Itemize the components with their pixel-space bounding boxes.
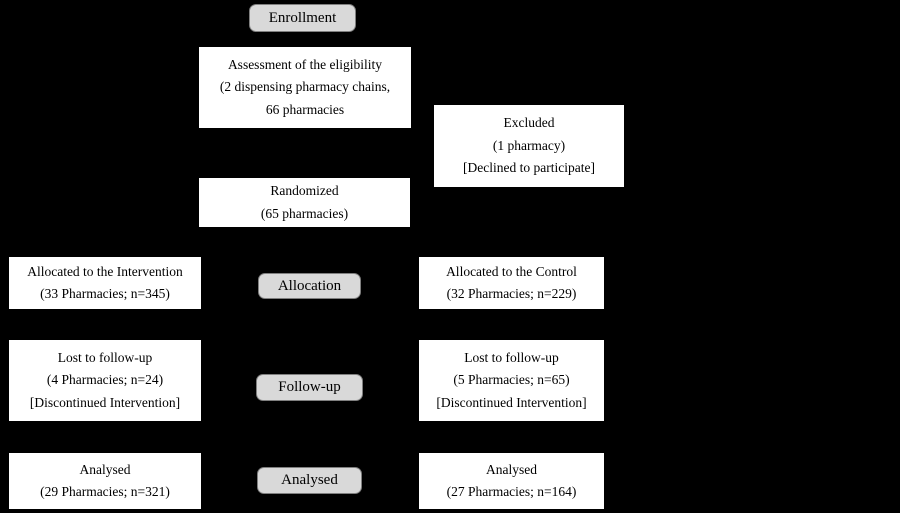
connector-eligibility-to-excluded: [304, 146, 433, 147]
connector-to-analysed-intervention: [105, 422, 106, 452]
excluded-line-2: (1 pharmacy): [492, 137, 566, 153]
connector-eligibility-to-randomized: [304, 129, 305, 177]
eligibility-line-1: Assessment of the eligibility: [227, 56, 383, 72]
box-excluded: Excluded (1 pharmacy) [Declined to parti…: [433, 104, 625, 188]
box-analysed-intervention: Analysed (29 Pharmacies; n=321): [8, 452, 202, 510]
allocation-control-line-1: Allocated to the Control: [446, 263, 577, 279]
stage-label-follow-up: Follow-up: [256, 374, 363, 401]
analysed-intervention-line-1: Analysed: [79, 461, 131, 477]
stage-label-analysed-text: Analysed: [281, 472, 338, 488]
connector-randomized-split: [105, 228, 512, 229]
stage-label-enrollment-text: Enrollment: [268, 9, 337, 26]
excluded-line-1: Excluded: [503, 115, 555, 131]
box-lost-to-followup-intervention: Lost to follow-up (4 Pharmacies; n=24) […: [8, 339, 202, 422]
stage-label-analysed: Analysed: [257, 467, 362, 494]
randomized-line-1: Randomized: [270, 183, 339, 198]
connector-to-allocation-control: [511, 228, 512, 256]
followup-intervention-line-2: (4 Pharmacies; n=24): [46, 372, 164, 388]
box-lost-to-followup-control: Lost to follow-up (5 Pharmacies; n=65) […: [418, 339, 605, 422]
stage-label-allocation: Allocation: [258, 273, 361, 299]
connector-to-allocation-intervention: [105, 228, 106, 256]
allocation-control-line-2: (32 Pharmacies; n=229): [446, 286, 577, 301]
randomized-line-2: (65 pharmacies): [260, 205, 349, 221]
stage-label-allocation-text: Allocation: [277, 277, 342, 294]
box-assessment-of-eligibility: Assessment of the eligibility (2 dispens…: [198, 46, 412, 129]
analysed-control-line-1: Analysed: [486, 461, 537, 477]
excluded-line-3: [Declined to participate]: [463, 160, 595, 176]
connector-randomized-down: [304, 228, 305, 256]
connector-to-analysed-control: [511, 422, 512, 452]
followup-control-line-3: [Discontinued Intervention]: [436, 394, 587, 410]
followup-intervention-line-1: Lost to follow-up: [57, 349, 153, 365]
stage-label-enrollment: Enrollment: [249, 4, 356, 32]
box-randomized: Randomized (65 pharmacies): [198, 177, 411, 228]
box-allocated-control: Allocated to the Control (32 Pharmacies;…: [418, 256, 605, 310]
stage-label-follow-up-text: Follow-up: [278, 379, 341, 395]
box-analysed-control: Analysed (27 Pharmacies; n=164): [418, 452, 605, 510]
analysed-intervention-line-2: (29 Pharmacies; n=321): [40, 484, 170, 499]
followup-control-line-2: (5 Pharmacies; n=65): [453, 372, 570, 388]
connector-to-followup-control: [511, 310, 512, 339]
connector-to-followup-intervention: [105, 310, 106, 339]
allocation-intervention-line-1: Allocated to the Intervention: [27, 263, 183, 279]
followup-intervention-line-3: [Discontinued Intervention]: [29, 394, 181, 410]
eligibility-line-3: 66 pharmacies: [265, 101, 345, 117]
eligibility-line-2: (2 dispensing pharmacy chains,: [219, 79, 391, 95]
analysed-control-line-2: (27 Pharmacies; n=164): [446, 484, 577, 499]
allocation-intervention-line-2: (33 Pharmacies; n=345): [40, 286, 170, 301]
followup-control-line-1: Lost to follow-up: [464, 349, 559, 365]
box-allocated-intervention: Allocated to the Intervention (33 Pharma…: [8, 256, 202, 310]
